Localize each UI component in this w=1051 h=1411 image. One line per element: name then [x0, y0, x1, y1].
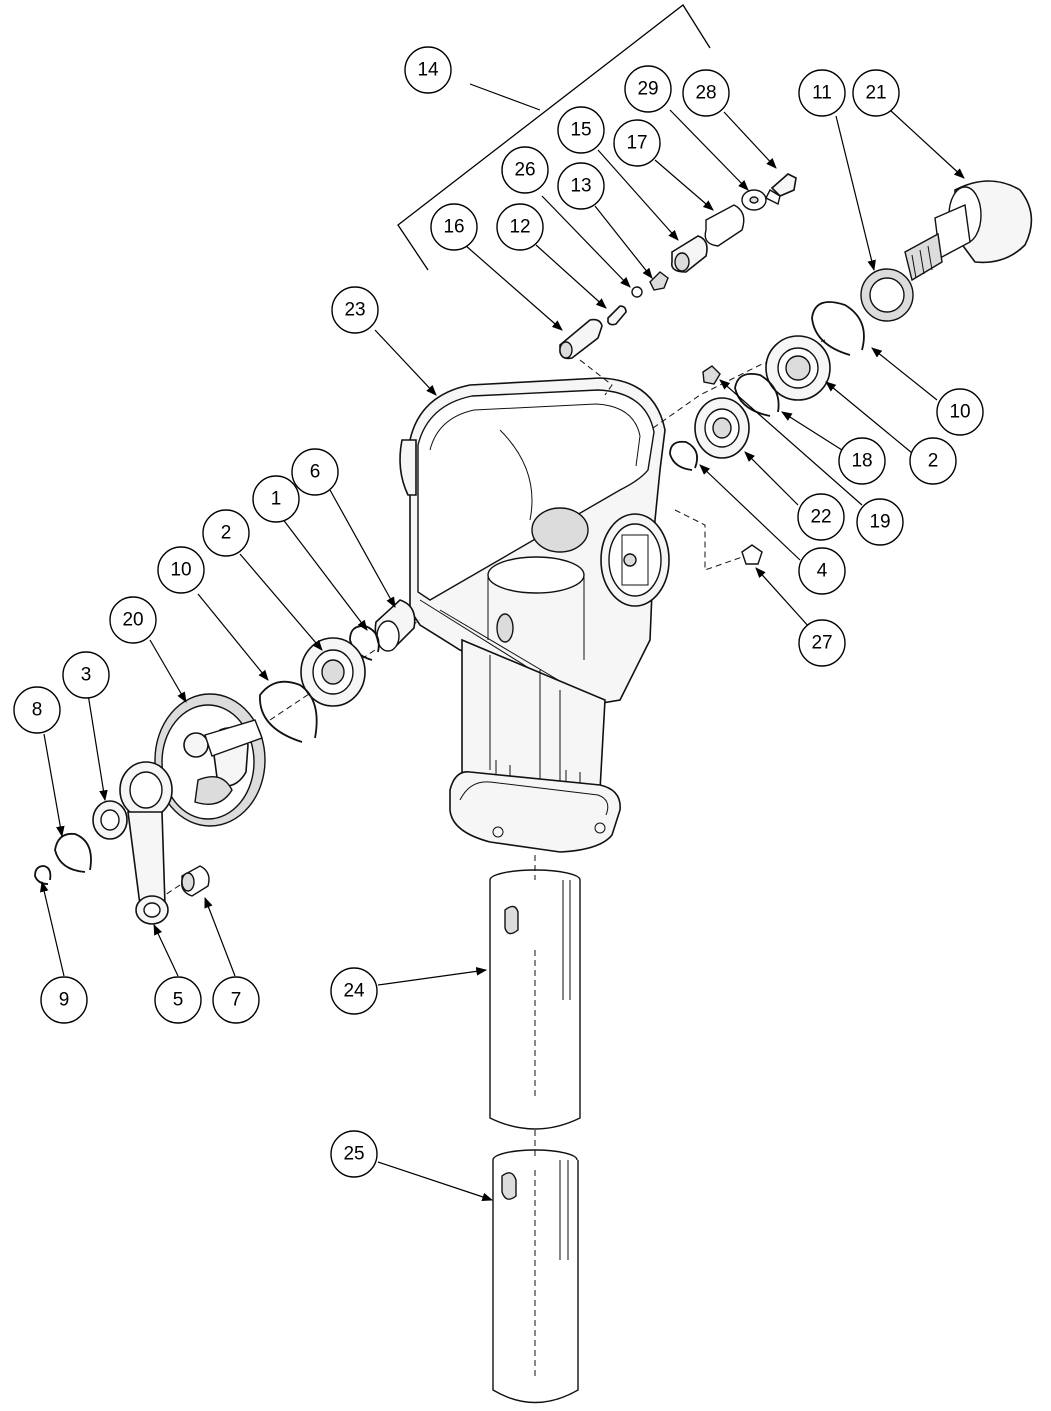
callout-label: 20: [122, 610, 143, 631]
screw-19: [702, 365, 721, 385]
ball-bearing-22: [694, 397, 750, 459]
leader-lines: [40, 83, 965, 1202]
retaining-ring-4: [669, 440, 698, 471]
needle-bearing-6: [374, 599, 416, 652]
callout: 2: [202, 509, 250, 557]
callout: 28: [682, 69, 730, 117]
pin-12: [607, 305, 627, 326]
callout-label: 3: [81, 665, 92, 686]
screw-28: [765, 173, 797, 206]
callout-label: 24: [343, 981, 365, 1002]
callout: 6: [291, 448, 339, 496]
callout: 12: [496, 203, 544, 251]
oil-seal-11: [860, 268, 914, 322]
callout-label: 10: [170, 560, 191, 581]
callout-label: 14: [417, 60, 439, 81]
callout: 13: [557, 162, 605, 210]
callout-label: 2: [221, 523, 232, 544]
callout-label: 11: [812, 83, 832, 104]
callout: 22: [797, 493, 845, 541]
callout-label: 4: [817, 561, 828, 582]
callout: 18: [838, 437, 886, 485]
callout-label: 23: [344, 300, 365, 321]
nut-13: [649, 271, 669, 291]
retaining-ring-18: [734, 373, 780, 417]
callout: 9: [40, 976, 88, 1024]
housing-column: [449, 638, 621, 853]
callout: 26: [501, 146, 549, 194]
callout-label: 19: [869, 512, 890, 533]
callout: 8: [13, 686, 61, 734]
washer-26: [631, 286, 643, 298]
callout: 17: [613, 119, 661, 167]
ball-bearing-2-left: [300, 637, 366, 707]
callout: 3: [62, 651, 110, 699]
callout-label: 22: [810, 507, 831, 528]
ball-bearing-2-right: [765, 335, 831, 401]
callout-label: 25: [343, 1144, 364, 1165]
callout-label: 27: [811, 633, 832, 654]
callout: 4: [798, 547, 846, 595]
callout: 16: [430, 203, 478, 251]
retaining-ring-10-left: [259, 680, 318, 743]
callout-label: 12: [509, 217, 530, 238]
callout-label: 10: [949, 402, 970, 423]
callout-label: 15: [570, 120, 591, 141]
bushing-7: [181, 865, 210, 897]
callout: 11: [798, 69, 846, 117]
group-bracket-14: [397, 4, 711, 271]
gear-20: [154, 693, 266, 827]
callout: 20: [109, 596, 157, 644]
callout-label: 6: [310, 462, 321, 483]
callout: 29: [624, 65, 672, 113]
callout: 25: [330, 1130, 378, 1178]
callout: 7: [212, 976, 260, 1024]
callout-label: 29: [637, 79, 658, 100]
callout-label: 1: [271, 489, 282, 510]
connecting-rod-5: [119, 761, 173, 925]
callout: 24: [330, 967, 378, 1015]
output-shaft-21: [904, 180, 1033, 282]
callout: 5: [154, 976, 202, 1024]
callout: 19: [856, 498, 904, 546]
callout: 21: [852, 69, 900, 117]
callout: 15: [557, 106, 605, 154]
sleeve-17: [704, 204, 745, 247]
plug-27: [741, 544, 763, 565]
callout-label: 16: [443, 217, 464, 238]
callout: 1: [252, 475, 300, 523]
callout: 14: [404, 46, 452, 94]
callout: 10: [936, 388, 984, 436]
callout-label: 21: [865, 83, 886, 104]
retaining-ring-10-right: [811, 301, 865, 356]
shaft-pin-16: [559, 318, 603, 360]
retaining-ring-9: [34, 865, 52, 885]
callout-label: 28: [695, 83, 716, 104]
callout-label: 26: [514, 160, 535, 181]
callout-label: 13: [570, 176, 591, 197]
callout-label: 18: [851, 451, 872, 472]
callout-label: 5: [173, 990, 184, 1011]
callout-label: 2: [928, 451, 939, 472]
callout-label: 17: [626, 133, 647, 154]
retaining-ring-8: [54, 832, 92, 873]
callout: 23: [331, 286, 379, 334]
callout: 2: [909, 437, 957, 485]
callout-label: 9: [59, 990, 70, 1011]
callout-label: 8: [32, 700, 43, 721]
gearbox-housing: [399, 377, 670, 706]
callout: 10: [157, 546, 205, 594]
bushing-15: [670, 235, 708, 273]
ball-bearing-3: [92, 800, 128, 840]
callout-label: 7: [231, 990, 242, 1011]
callout: 27: [798, 619, 846, 667]
washer-29: [741, 189, 767, 211]
